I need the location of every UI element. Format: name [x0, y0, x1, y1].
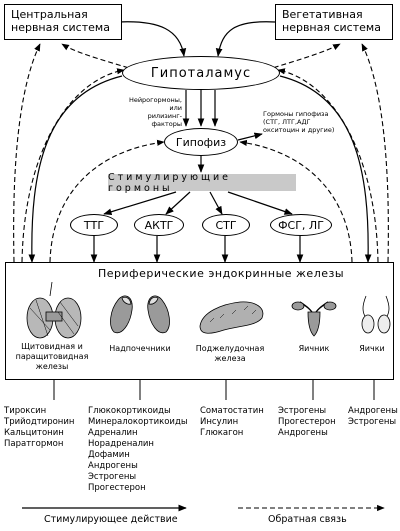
neurohormones-note: Нейрогормоны, или рилизинг-факторы	[120, 96, 182, 128]
adrenal-label-line1: Надпочечники	[109, 344, 171, 353]
hypothalamus-node: Гипоталамус	[122, 56, 280, 90]
hormone-fsg-lg: ФСГ, ЛГ	[270, 214, 332, 236]
hormone-list-ovary: Эстрогены Прогестерон Андрогены	[278, 406, 336, 439]
list-item: Адреналин	[88, 428, 138, 438]
gland-label-thyroid: Щитовидная и паращитовидная железы	[6, 342, 98, 372]
list-item: Инсулин	[200, 417, 239, 427]
hormone-fsg-lg-label: ФСГ, ЛГ	[278, 218, 324, 232]
arrow-stim-ttg	[103, 191, 177, 216]
stimulating-hormones-bar: Стимулирующие гормоны	[108, 171, 296, 194]
feedback-peri-pit-left	[49, 139, 165, 263]
feedback-hyp-ans	[265, 43, 341, 71]
list-item: Эстрогены	[278, 406, 327, 416]
list-item: Андрогены	[88, 461, 138, 471]
pituitary-label: Гипофиз	[175, 135, 227, 149]
hormone-aktg: АКТГ	[134, 214, 184, 236]
list-item: Андрогены	[348, 406, 398, 416]
list-item: Трийодтиронин	[4, 417, 75, 427]
list-item: Эстрогены	[348, 417, 397, 427]
arrow-stim-fsg	[227, 191, 293, 215]
hypothalamus-label: Гипоталамус	[150, 65, 252, 81]
arrow-cns-hypothalamus	[117, 21, 187, 57]
arrow-pit-note	[237, 132, 263, 141]
list-item: Тироксин	[4, 406, 47, 416]
arrow-stim-stg	[209, 191, 223, 215]
neurohormones-line2: рилизинг-факторы	[147, 112, 182, 128]
pit-note-line1: Гормоны гипофиза	[263, 110, 329, 118]
hormone-aktg-label: АКТГ	[144, 218, 174, 232]
pancreas-label-line2: железа	[214, 354, 246, 363]
ans-box: Вегетативная нервная система	[275, 4, 393, 40]
legend-feedback-label: Обратная связь	[268, 514, 347, 525]
cns-line2: нервная система	[11, 21, 110, 34]
list-item: Эстрогены	[88, 472, 137, 482]
hormone-stg: СТГ	[202, 214, 250, 236]
list-item: Глюкокортикоиды	[88, 406, 171, 416]
neurohormones-line1: Нейрогормоны, или	[128, 96, 182, 112]
ans-line2: нервная система	[282, 21, 381, 34]
arrow-hyp-peri-left	[28, 75, 123, 263]
feedback-peri-pit-right	[239, 139, 353, 263]
feedback-hyp-cns	[61, 43, 137, 71]
pancreas-label-line1: Поджелудочная	[195, 344, 265, 353]
feedback-peri-hyp-left	[21, 68, 125, 263]
list-item: Глюкагон	[200, 428, 244, 438]
legend-stimulating-label: Стимулирующее действие	[44, 514, 178, 525]
hormone-list-adrenal: Глюкокортикоиды Минералокортикоиды Адрен…	[88, 406, 188, 494]
hormone-ttg-label: ТТГ	[83, 218, 105, 232]
gland-label-testes: Яички	[352, 344, 392, 354]
thyroid-label-line2: паращитовидная	[15, 352, 89, 361]
list-item: Андрогены	[278, 428, 328, 438]
hormone-ttg: ТТГ	[70, 214, 118, 236]
pit-note-line2: (СТГ, ЛТГ,АДГ	[263, 118, 311, 126]
feedback-peri-ans	[361, 43, 389, 263]
hormone-stg-label: СТГ	[215, 218, 237, 232]
peripheral-title: Периферические эндокринные железы	[98, 267, 345, 280]
testes-label-line1: Яички	[359, 344, 385, 353]
arrow-stim-aktg	[165, 191, 191, 215]
feedback-peri-hyp-right	[277, 68, 379, 263]
hormone-list-testes: Андрогены Эстрогены	[348, 406, 398, 428]
pituitary-node: Гипофиз	[164, 128, 238, 156]
gland-label-adrenal: Надпочечники	[98, 344, 182, 354]
arrow-hyp-peri-right	[279, 75, 372, 263]
ans-line1: Вегетативная	[282, 8, 363, 21]
thyroid-label-line1: Щитовидная и	[21, 342, 83, 351]
list-item: Кальцитонин	[4, 428, 64, 438]
cns-line1: Центральная	[11, 8, 88, 21]
list-item: Прогестерон	[278, 417, 336, 427]
gland-label-pancreas: Поджелудочная железа	[188, 344, 272, 364]
feedback-peri-cns	[13, 43, 41, 263]
hormone-list-pancreas: Соматостатин Инсулин Глюкагон	[200, 406, 264, 439]
pit-note-line3: окситоцин и другие)	[263, 126, 335, 134]
hormone-list-thyroid: Тироксин Трийодтиронин Кальцитонин Парат…	[4, 406, 74, 450]
arrow-ans-hypothalamus	[215, 21, 276, 57]
list-item: Норадреналин	[88, 439, 154, 449]
list-item: Соматостатин	[200, 406, 264, 416]
ovary-label-line1: Яичник	[298, 344, 330, 353]
list-item: Прогестерон	[88, 483, 146, 493]
list-item: Дофамин	[88, 450, 130, 460]
cns-box: Центральная нервная система	[4, 4, 122, 40]
list-item: Паратгормон	[4, 439, 64, 449]
gland-label-ovary: Яичник	[284, 344, 344, 354]
list-item: Минералокортикоиды	[88, 417, 188, 427]
thyroid-label-line3: железы	[35, 362, 69, 371]
stimulating-hormones-label: Стимулирующие гормоны	[108, 171, 231, 194]
pituitary-hormones-note: Гормоны гипофиза (СТГ, ЛТГ,АДГ окситоцин…	[263, 110, 334, 134]
